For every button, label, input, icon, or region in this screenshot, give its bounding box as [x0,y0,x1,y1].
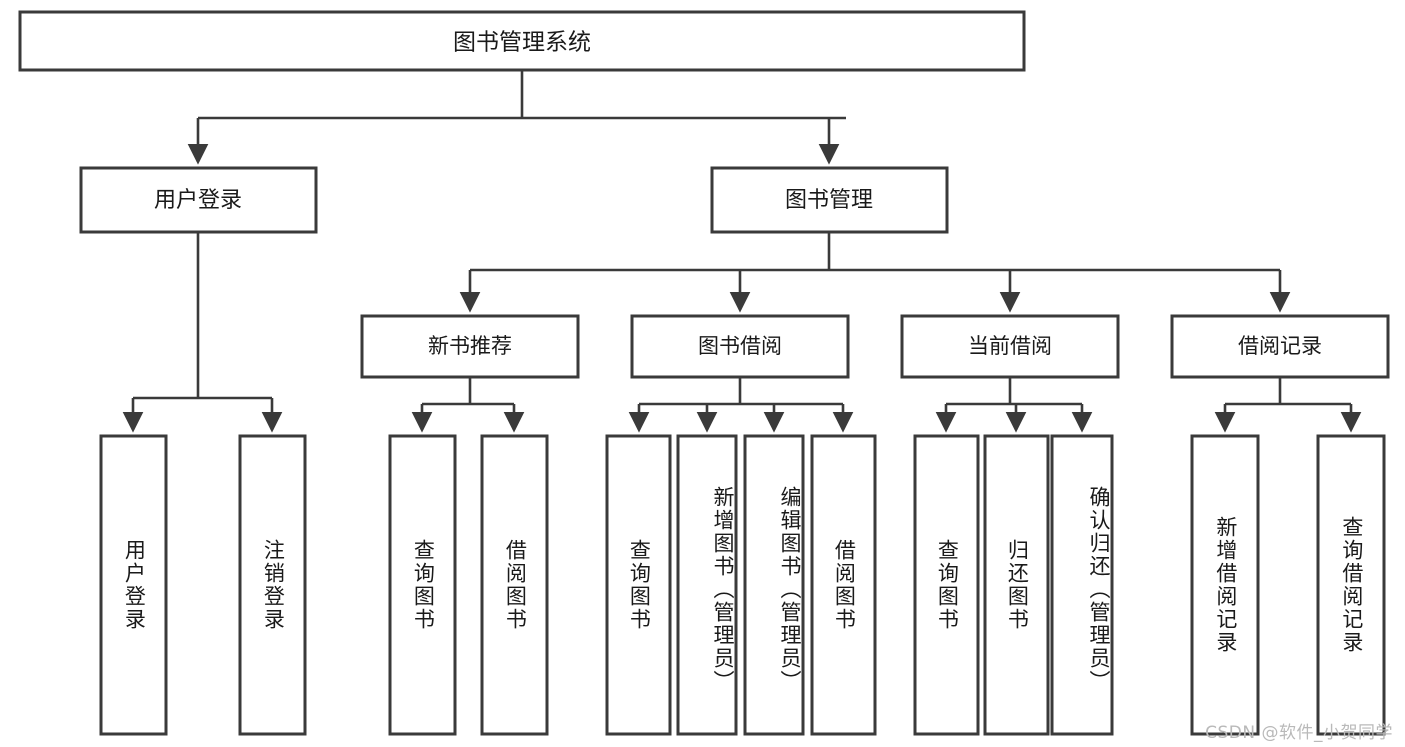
node-leaf-edit-book-box[interactable] [743,434,805,736]
node-leaf-add-book-box[interactable] [676,434,738,736]
connector-group-current-borrow [935,377,1093,433]
node-root[interactable]: 图书管理系统 [18,10,1026,72]
node-user-login-box[interactable] [79,166,318,234]
node-user-login[interactable]: 用户登录 [79,166,318,234]
node-current-borrow[interactable]: 当前借阅 [900,314,1120,379]
node-new-book-recommend[interactable]: 新书推荐 [360,314,580,379]
connector-group-user-login [122,232,283,433]
node-new-book-recommend-box[interactable] [360,314,580,379]
node-leaf-query-book-2-box[interactable] [605,434,672,736]
node-current-borrow-label: 当前借阅 [968,334,1052,358]
node-leaf-query-borrow-record-box[interactable] [1316,434,1386,736]
node-borrow-record-box[interactable] [1170,314,1390,379]
node-root-label: 图书管理系统 [453,30,591,56]
connector-group-borrow-record [1214,377,1362,433]
node-current-borrow-box[interactable] [900,314,1120,379]
connector-group-book-borrow [628,377,854,433]
node-borrow-record[interactable]: 借阅记录 [1170,314,1390,379]
node-leaf-borrow-book-2-box[interactable] [810,434,877,736]
connector-group-root [187,70,846,165]
node-leaf-borrow-book-1-box[interactable] [480,434,549,736]
node-root-box[interactable] [18,10,1026,72]
leaf-box-group [99,434,1386,736]
node-leaf-return-book-box[interactable] [983,434,1050,736]
node-book-borrow-box[interactable] [630,314,850,379]
node-user-login-label: 用户登录 [154,188,242,213]
node-leaf-confirm-return-box[interactable] [1050,434,1114,736]
node-book-manage-label: 图书管理 [785,188,873,213]
node-leaf-query-book-1-box[interactable] [388,434,457,736]
node-leaf-query-book-3-box[interactable] [913,434,980,736]
node-leaf-user-logout-box[interactable] [238,434,307,736]
connector-group-book-manage [459,232,1291,313]
node-book-borrow[interactable]: 图书借阅 [630,314,850,379]
node-leaf-add-borrow-record-box[interactable] [1190,434,1260,736]
node-leaf-user-login-box[interactable] [99,434,168,736]
connector-group-new-book-recommend [411,377,525,433]
csdn-watermark: CSDN @软件_小贺同学 [1205,723,1393,743]
node-new-book-recommend-label: 新书推荐 [428,334,512,358]
node-book-manage[interactable]: 图书管理 [710,166,949,234]
node-book-manage-box[interactable] [710,166,949,234]
node-book-borrow-label: 图书借阅 [698,334,782,358]
node-borrow-record-label: 借阅记录 [1238,334,1322,358]
